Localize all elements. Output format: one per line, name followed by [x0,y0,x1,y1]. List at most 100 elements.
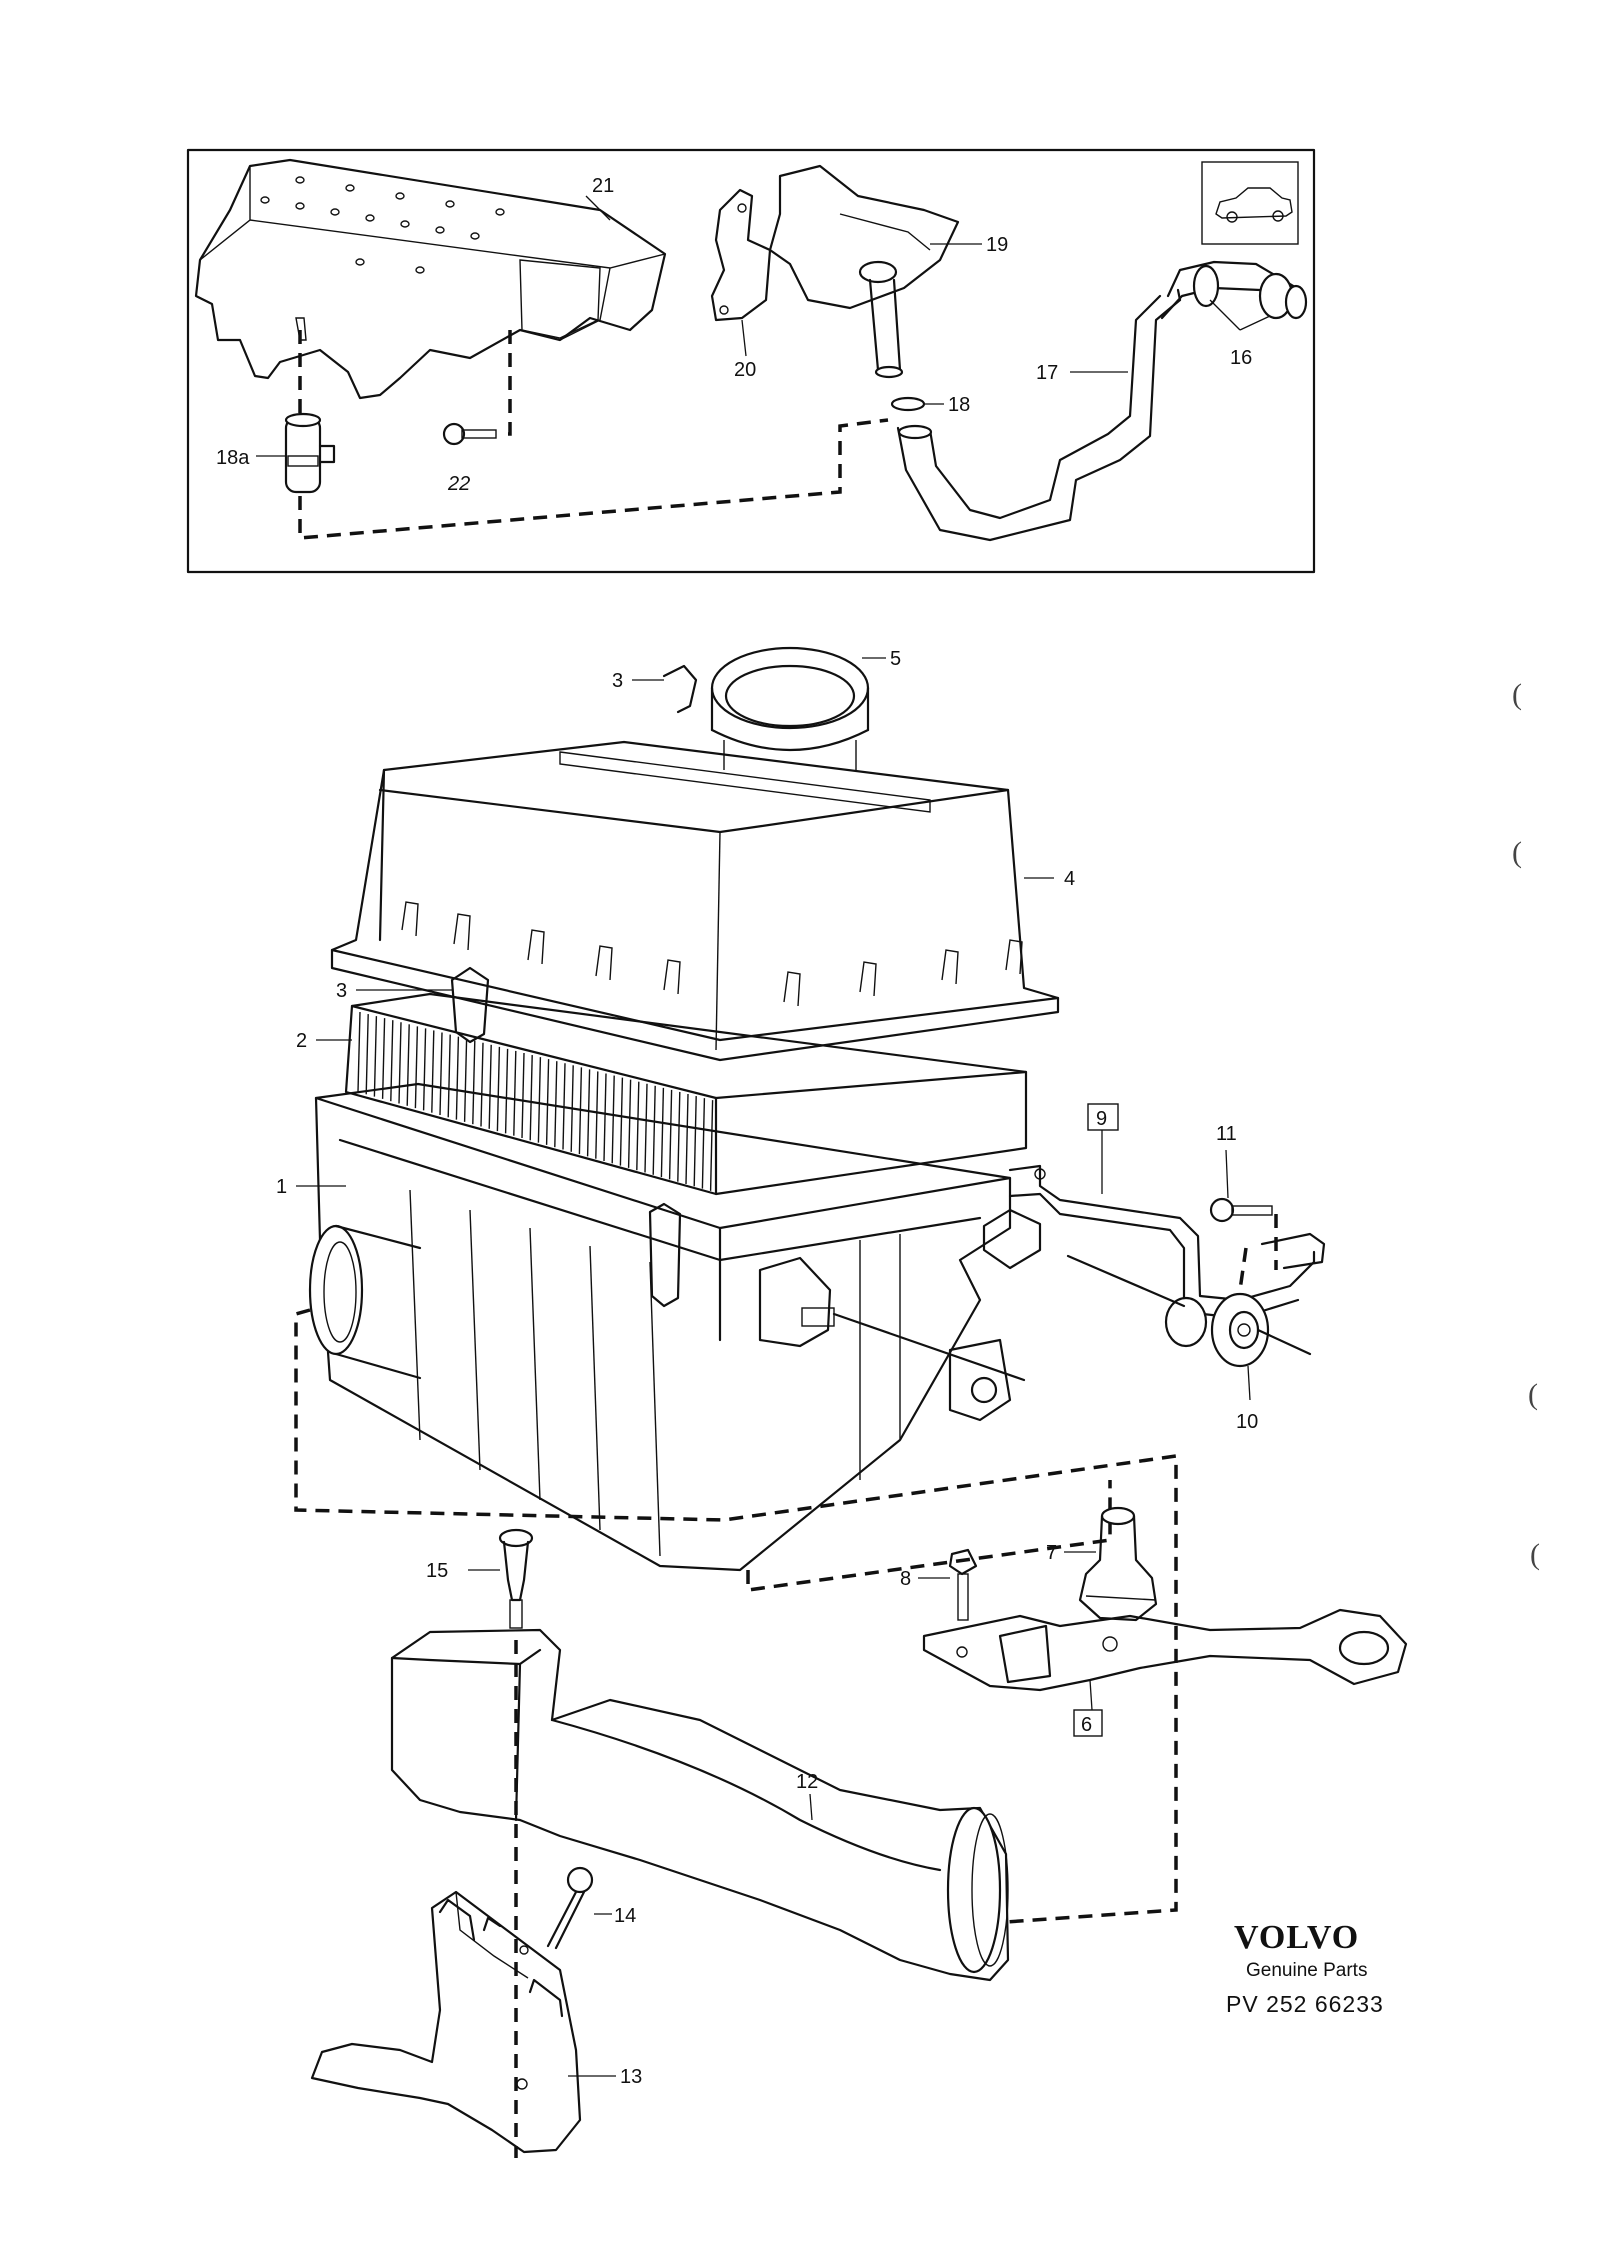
label-6: 6 [1081,1714,1092,1736]
filter-pleat [406,1024,410,1106]
housing-inlet [308,1224,422,1380]
brand-logo: VOLVO [1234,1919,1359,1956]
filter-pleat [504,1048,509,1134]
part-1-base-housing [308,1082,1012,1572]
label-21: 21 [592,175,614,197]
part-22-screw [442,422,497,446]
part-10-grommet [1164,1292,1312,1368]
intake-nozzle [868,278,904,379]
label-3a: 3 [612,670,623,692]
label-3b: 3 [336,980,347,1002]
filter-pleat [529,1055,533,1141]
lid-ribs [401,901,1023,1007]
main-dashed-links [294,1214,1278,2158]
filter-pleat [619,1077,624,1166]
filter-pleat [422,1028,427,1111]
filter-pleat [545,1059,550,1145]
filter-pleat [513,1050,517,1136]
filter-pleat [373,1016,378,1097]
filter-pleat [488,1044,492,1129]
filter-pleat [455,1036,460,1120]
part-5-inlet-ring [710,646,870,770]
filter-pleat [611,1075,615,1164]
filter-pleat [636,1081,640,1171]
brand-tagline: Genuine Parts [1246,1960,1367,1981]
filter-pleat [398,1022,402,1104]
brand-block: VOLVO Genuine Parts PV 252 66233 [1226,1919,1384,2017]
part-21-engine-cover [194,158,667,400]
part-14-screw [546,1866,594,1950]
label-4: 4 [1064,868,1075,890]
inset-panel: 21 18a 22 20 [186,148,1316,574]
part-19-housing [768,164,960,310]
filter-pleats [357,1011,714,1191]
label-15: 15 [426,1560,448,1582]
mount-rod-a [832,1312,1026,1382]
part-2-filter [344,992,1028,1196]
car-thumbnail [1201,161,1299,245]
label-13: 13 [620,2066,642,2088]
part-16-hose-end [1160,260,1308,320]
filter-pleat [603,1073,607,1162]
label-9: 9 [1096,1108,1107,1130]
filter-pleat [586,1069,591,1157]
filter-pleat [627,1079,632,1168]
filter-pleat [381,1018,386,1099]
filter-pleat [521,1052,525,1139]
part-9-end-tab [1260,1232,1326,1270]
filter-pleat [447,1034,451,1118]
label-10: 10 [1236,1411,1258,1433]
part-6-bracket-plate [922,1608,1408,1692]
label-18a: 18a [216,447,250,469]
filter-pleat [472,1040,476,1125]
part-4-lid [330,740,1060,1062]
filter-pleat [480,1042,484,1127]
margin-mark-1: ( [1512,678,1522,711]
filter-pleat [644,1083,648,1173]
mount-rod-b [1066,1254,1186,1308]
perforated-area [519,259,601,339]
filter-pleat [554,1061,558,1148]
part-15-plug [498,1528,534,1629]
part-8-screw [948,1548,978,1621]
filter-pleat [496,1046,501,1132]
filter-pleat [431,1030,435,1113]
label-1: 1 [276,1176,287,1198]
car-silhouette-icon [1215,187,1293,223]
filter-pleat [701,1098,706,1189]
filter-pleat [390,1020,394,1102]
label-17: 17 [1036,362,1058,384]
label-20: 20 [734,359,756,381]
part-17-hose [896,288,1182,542]
filter-pleat [357,1011,361,1093]
filter-pleat [693,1096,697,1187]
part-number: PV 252 66233 [1226,1991,1384,2017]
housing-side-mount [758,1256,835,1348]
label-5: 5 [890,648,901,670]
filter-pleat [668,1089,673,1180]
filter-pleat [709,1100,714,1191]
inset-dashed-links [298,330,889,540]
part-7-stud [1078,1506,1158,1622]
label-7: 7 [1046,1542,1057,1564]
part-20-bracket [710,188,772,322]
label-16: 16 [1230,347,1252,369]
part-18a-connector [284,412,336,494]
label-18: 18 [948,394,970,416]
label-22: 22 [447,473,470,495]
label-9-box [1087,1103,1119,1131]
margin-mark-4: ( [1530,1538,1540,1571]
filter-pleat [365,1014,369,1095]
label-11: 11 [1216,1123,1237,1145]
filter-pleat [463,1038,468,1122]
label-14: 14 [614,1905,636,1927]
part-9-bracket [982,1164,1316,1320]
margin-marks: ( ( ( ( [1512,678,1540,1571]
part-13-deflector [310,1890,582,2154]
label-8: 8 [900,1568,911,1590]
filter-pleat [660,1087,665,1178]
filter-pleat [414,1026,419,1109]
label-6-box [1073,1709,1103,1737]
cover-holes [260,176,505,274]
label-2: 2 [296,1030,307,1052]
